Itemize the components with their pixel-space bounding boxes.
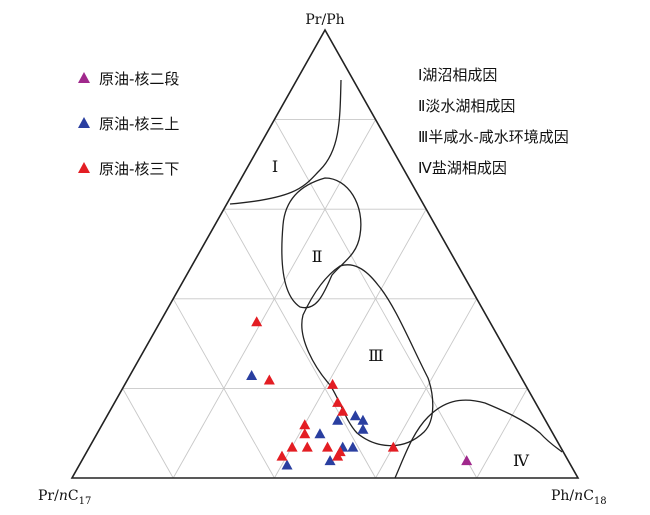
point-series-3-8 <box>286 441 298 452</box>
point-series-3-5 <box>337 405 349 416</box>
ternary-frame <box>70 28 580 479</box>
grid-line-7 <box>223 208 376 479</box>
boundary-region-4 <box>394 399 563 479</box>
grid-line-11 <box>172 119 376 479</box>
legend-label-series-2: 原油-核三上 <box>99 115 179 133</box>
axis-label-left: Pr/nC17 <box>38 488 91 507</box>
legend: 原油-核二段 原油-核三上 原油-核三下 <box>78 70 179 178</box>
grid-line-8 <box>274 208 427 479</box>
legend-marker-series-3 <box>78 162 90 173</box>
grid-line-10 <box>274 119 478 479</box>
point-series-3-10 <box>322 441 334 452</box>
region-label-2: Ⅱ <box>312 247 323 266</box>
data-points <box>246 316 473 470</box>
legend-marker-series-2 <box>78 117 90 128</box>
point-series-1-1 <box>461 455 473 466</box>
point-series-2-8 <box>281 459 293 470</box>
point-series-2-5 <box>357 423 369 434</box>
point-series-2-4 <box>357 414 369 425</box>
legend-label-series-3: 原油-核三下 <box>99 160 179 178</box>
legend-label-series-1: 原油-核二段 <box>99 70 179 88</box>
point-series-2-2 <box>332 414 344 425</box>
region-labels: Ⅰ Ⅱ Ⅲ Ⅳ <box>272 157 530 470</box>
point-series-3-7 <box>299 428 311 439</box>
zone-note-1: Ⅰ湖沼相成因 <box>418 66 497 84</box>
legend-marker-series-1 <box>78 72 90 83</box>
boundary-region-2 <box>281 177 362 309</box>
point-series-2-3 <box>349 410 361 421</box>
zone-note-4: Ⅳ盐湖相成因 <box>418 159 507 177</box>
point-series-3-13 <box>387 441 399 452</box>
ternary-grid <box>122 119 528 479</box>
point-series-3-12 <box>276 450 288 461</box>
region-label-3: Ⅲ <box>368 346 383 365</box>
point-series-3-1 <box>251 316 263 327</box>
point-series-3-2 <box>263 374 275 385</box>
point-series-2-6 <box>347 441 359 452</box>
point-series-3-3 <box>327 378 339 389</box>
boundary-region-1 <box>229 79 342 205</box>
region-label-4: Ⅳ <box>513 451 530 470</box>
axis-label-right: Ph/nC18 <box>551 488 607 507</box>
zone-notes: Ⅰ湖沼相成因 Ⅱ淡水湖相成因 Ⅲ半咸水-咸水环境成因 Ⅳ盐湖相成因 <box>418 66 569 177</box>
grid-line-1 <box>122 388 174 479</box>
point-series-2-1 <box>246 369 258 380</box>
point-series-2-9 <box>314 428 326 439</box>
axis-label-top: Pr/Ph <box>305 12 344 28</box>
grid-line-2 <box>476 388 528 479</box>
point-series-3-9 <box>301 441 313 452</box>
region-label-1: Ⅰ <box>272 157 278 176</box>
zone-note-3: Ⅲ半咸水-咸水环境成因 <box>418 128 569 146</box>
point-series-3-6 <box>299 419 311 430</box>
point-series-3-4 <box>332 396 344 407</box>
zone-note-2: Ⅱ淡水湖相成因 <box>418 97 515 115</box>
point-series-3-14 <box>334 446 346 457</box>
point-series-2-7 <box>324 455 336 466</box>
boundary-region-3 <box>301 264 434 447</box>
